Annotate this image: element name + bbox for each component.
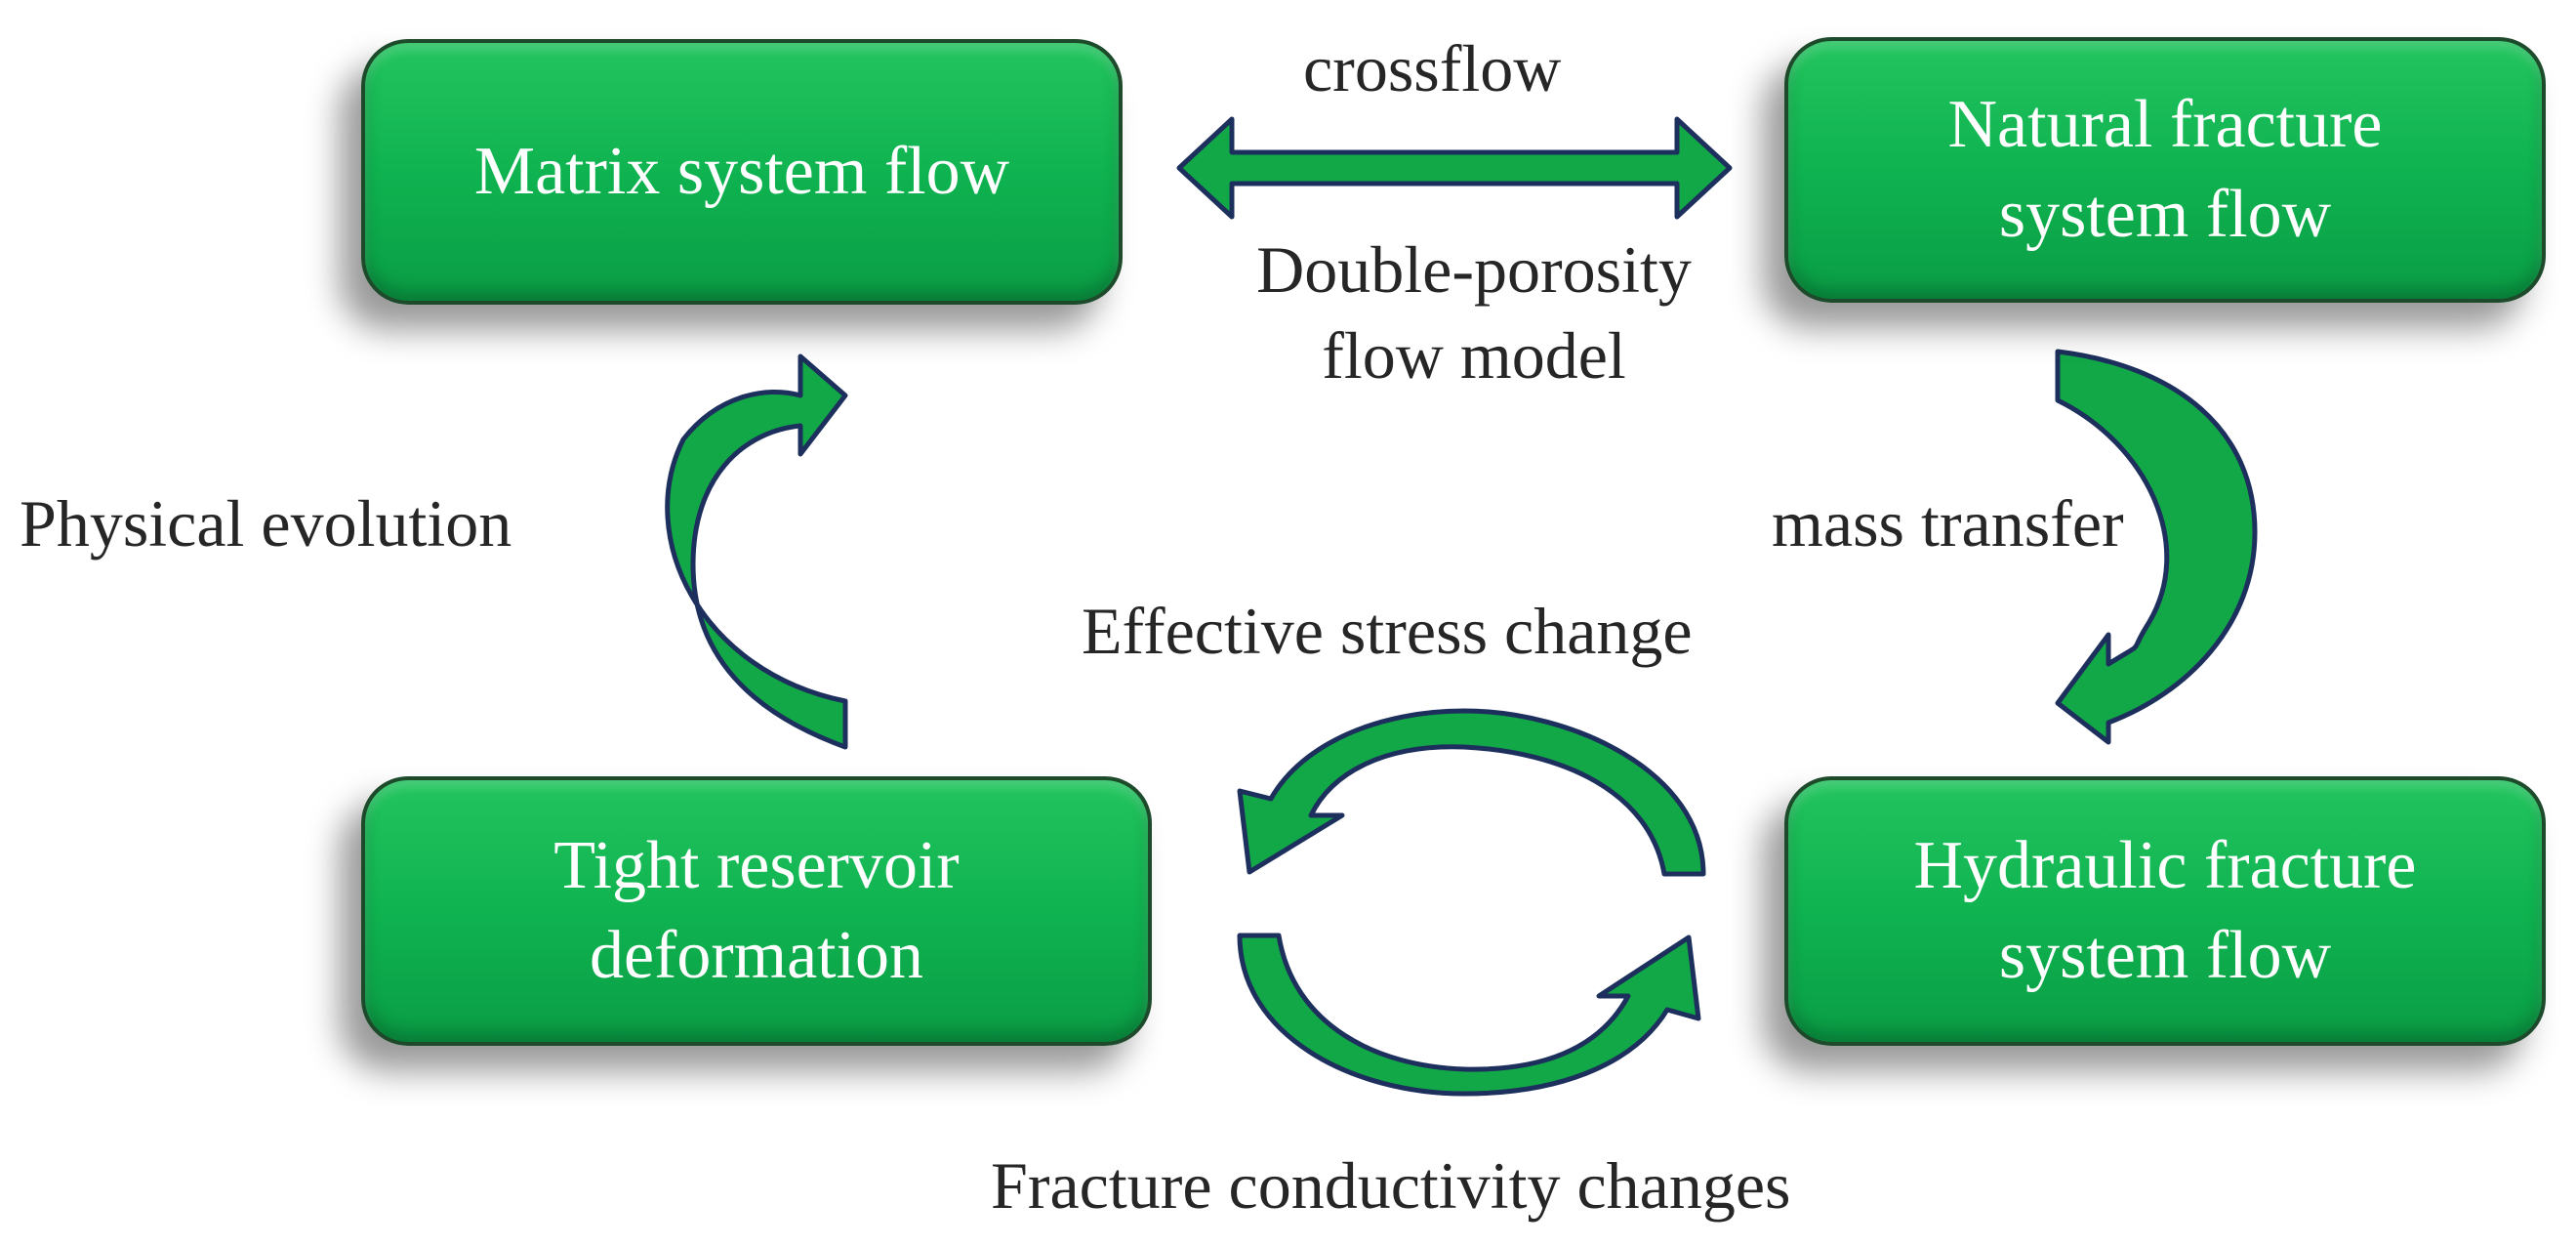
natural-fracture-system-flow-box: Natural fracture system flow [1784, 37, 2546, 303]
fracture-conductivity-changes-label: Fracture conductivity changes [991, 1148, 1791, 1223]
fracture-conductivity-cycle-arrow [1237, 933, 1701, 1097]
hydraulic-fracture-system-flow-label: Hydraulic fracture system flow [1913, 828, 2417, 993]
mass-transfer-arrow [2055, 349, 2258, 745]
hydraulic-fracture-system-flow-box: Hydraulic fracture system flow [1784, 776, 2546, 1046]
natural-fracture-system-flow-label: Natural fracture system flow [1947, 87, 2383, 252]
tight-reservoir-deformation-box: Tight reservoir deformation [361, 776, 1152, 1046]
double-porosity-label: Double-porosity flow model [1256, 232, 1692, 393]
tight-reservoir-deformation-label: Tight reservoir deformation [553, 828, 960, 993]
crossflow-label: crossflow [1303, 31, 1562, 105]
mass-transfer-label: mass transfer [1772, 486, 2124, 561]
effective-stress-cycle-arrow [1237, 708, 1706, 877]
physical-evolution-label: Physical evolution [20, 486, 512, 561]
matrix-system-flow-box: Matrix system flow [361, 39, 1123, 305]
effective-stress-change-label: Effective stress change [1082, 594, 1693, 668]
matrix-system-flow-label: Matrix system flow [473, 134, 1010, 209]
physical-evolution-arrow [665, 353, 848, 750]
crossflow-double-arrow [1176, 116, 1733, 220]
